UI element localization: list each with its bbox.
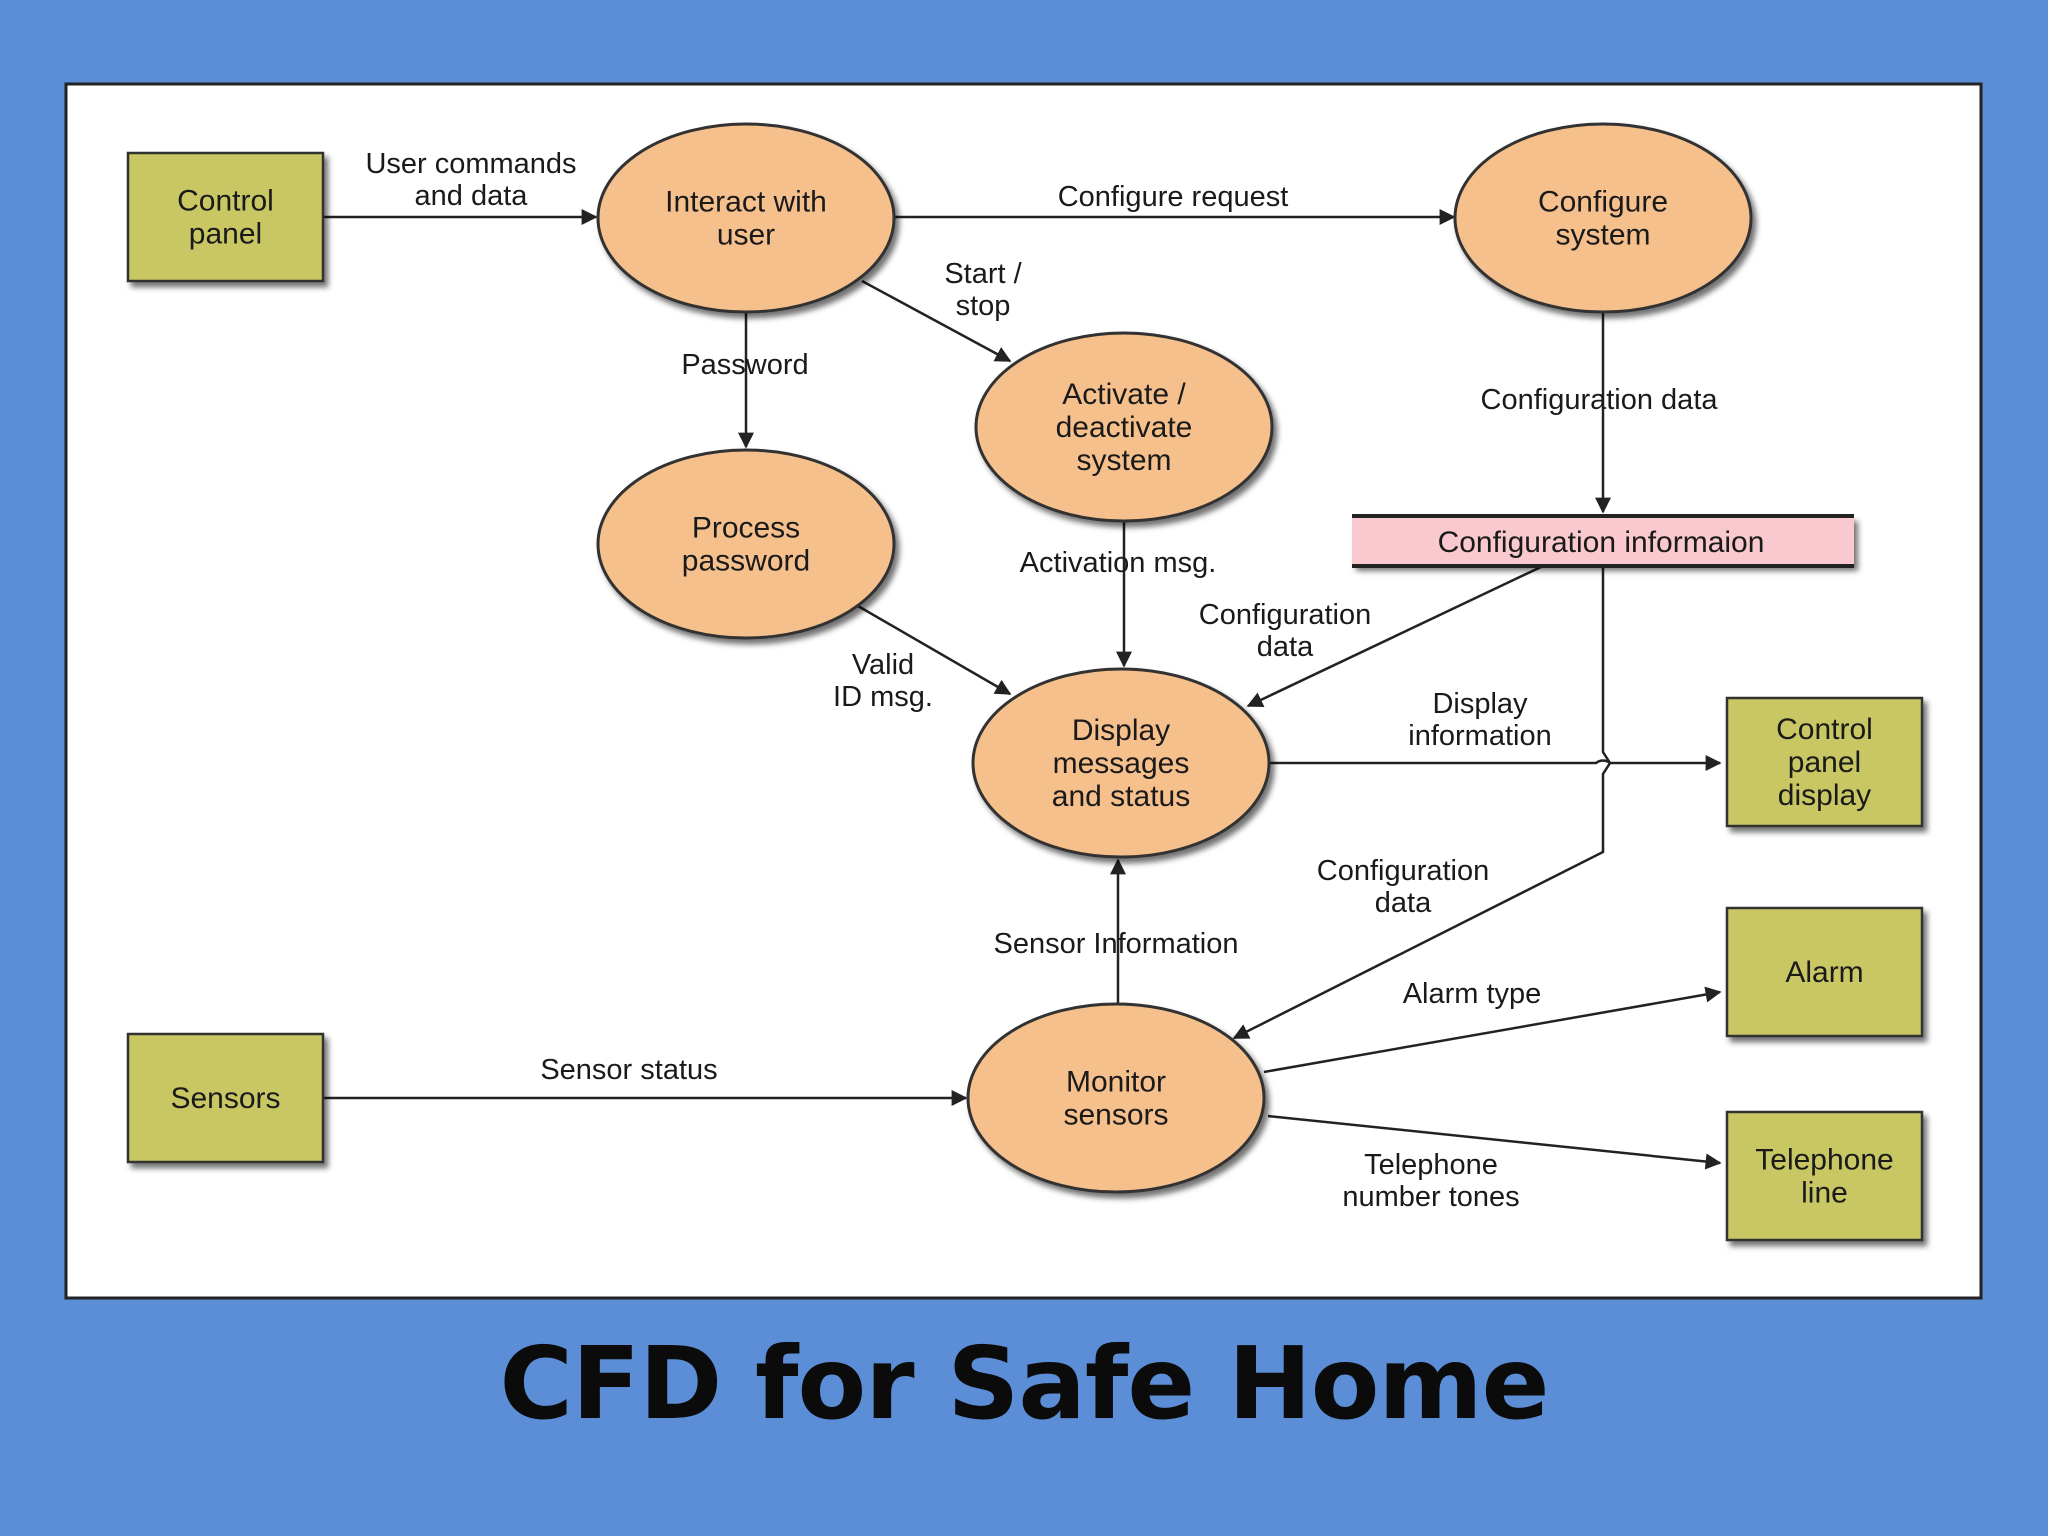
slide-title: CFD for Safe Home [499,1325,1550,1442]
entity-sensors-label: Sensors [170,1082,280,1115]
flow-start-stop-line [861,279,1012,363]
flow-configuration-data-2-line [1246,564,1544,708]
data-store-label: Configuration informaion [1438,526,1765,559]
flow-sensor-status-label: Sensor status [540,1054,717,1086]
entity-sensors: Sensors [126,1032,325,1164]
flow-lines [323,209,1722,1170]
flow-activation-msg-label: Activation msg. [1020,547,1217,579]
flow-configuration-data-1-label: Configuration data [1481,384,1719,416]
flow-start-stop-label: Start /stop [944,258,1022,322]
flow-telephone-tones-line [1267,1114,1722,1170]
entity-alarm: Alarm [1725,906,1924,1038]
data-store-configuration-information: Configuration informaion [1352,514,1854,568]
flow-password-label: Password [681,349,808,381]
flow-sensor-information-label: Sensor Information [993,928,1238,960]
entity-alarm-label: Alarm [1785,956,1863,989]
flow-alarm-type-label: Alarm type [1403,978,1542,1010]
flow-configuration-data-3-line [1232,566,1612,1040]
flow-valid-id-line [857,604,1012,696]
flow-configure-request-label: Configure request [1058,181,1289,213]
flow-alarm-type-line [1263,986,1722,1074]
